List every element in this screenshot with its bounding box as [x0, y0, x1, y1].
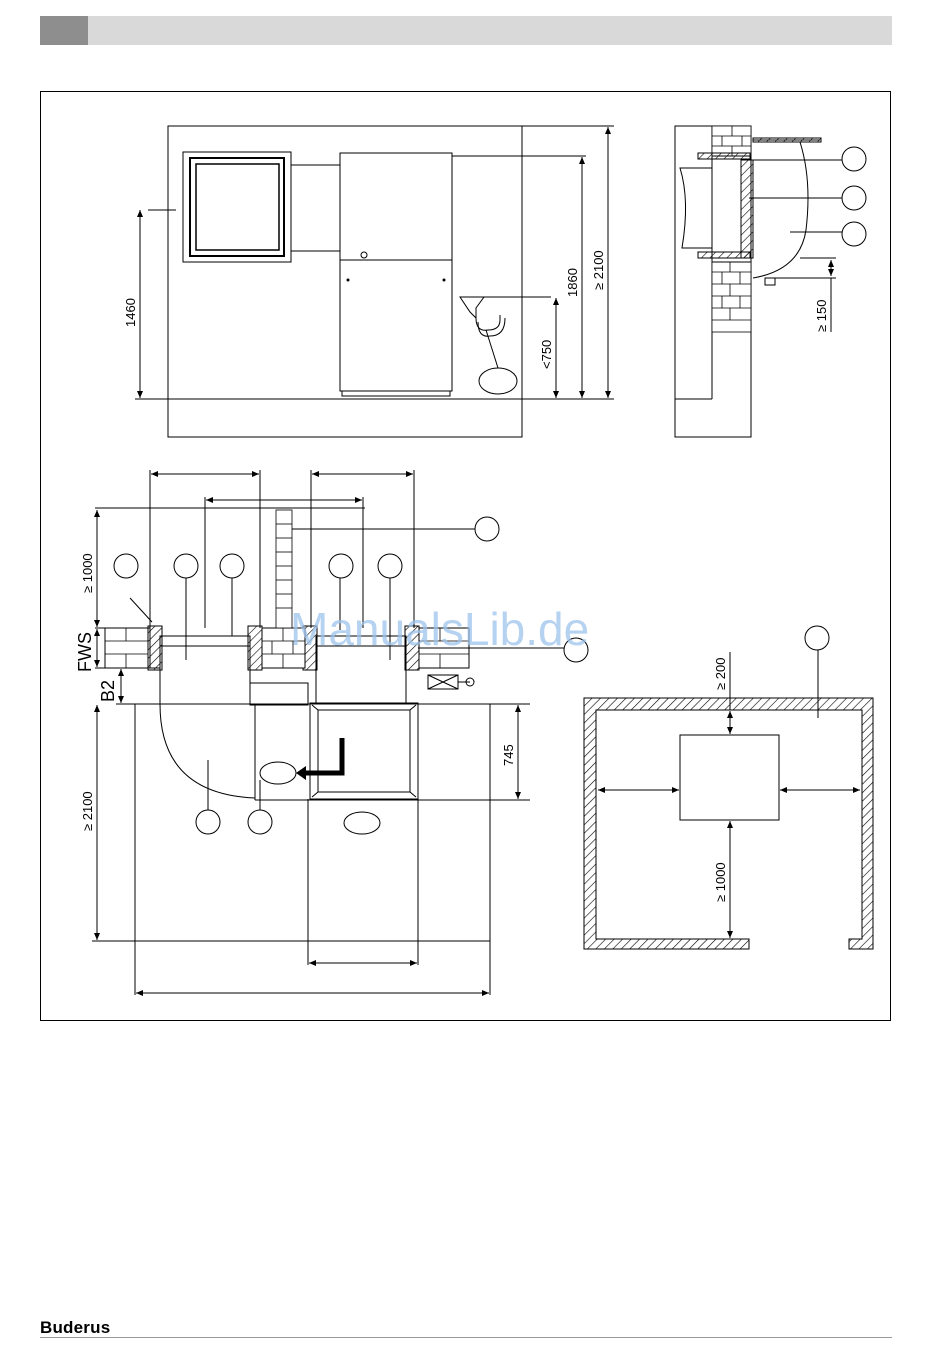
label-b2: B2 — [98, 680, 118, 702]
watermark: ManualsLib.de — [290, 603, 589, 655]
dim-150: ≥ 150 — [814, 300, 829, 332]
heat-pump-plan — [310, 703, 418, 799]
dim-750: <750 — [539, 340, 554, 369]
dim-1460: 1460 — [123, 298, 138, 327]
dim-1860: 1860 — [565, 268, 580, 297]
dim-2100-plan: ≥ 2100 — [80, 791, 95, 831]
plan-view — [92, 470, 588, 995]
room-clearance — [584, 626, 873, 949]
dim-745: 745 — [501, 744, 516, 766]
siphon-vessel — [479, 368, 517, 394]
dim-2100-front: ≥ 2100 — [591, 250, 606, 290]
front-view-wall — [168, 126, 522, 437]
boiler-outline — [183, 152, 291, 262]
front-view — [135, 126, 614, 437]
heat-pump-unit — [340, 153, 452, 391]
dim-200: ≥ 200 — [713, 658, 728, 690]
dim-1000-plan: ≥ 1000 — [80, 553, 95, 593]
dim-1000-room: ≥ 1000 — [713, 862, 728, 902]
side-view — [675, 126, 866, 437]
footer-line — [40, 1337, 892, 1338]
label-fws: FWS — [75, 632, 95, 672]
brand-logo: Buderus — [40, 1318, 110, 1338]
